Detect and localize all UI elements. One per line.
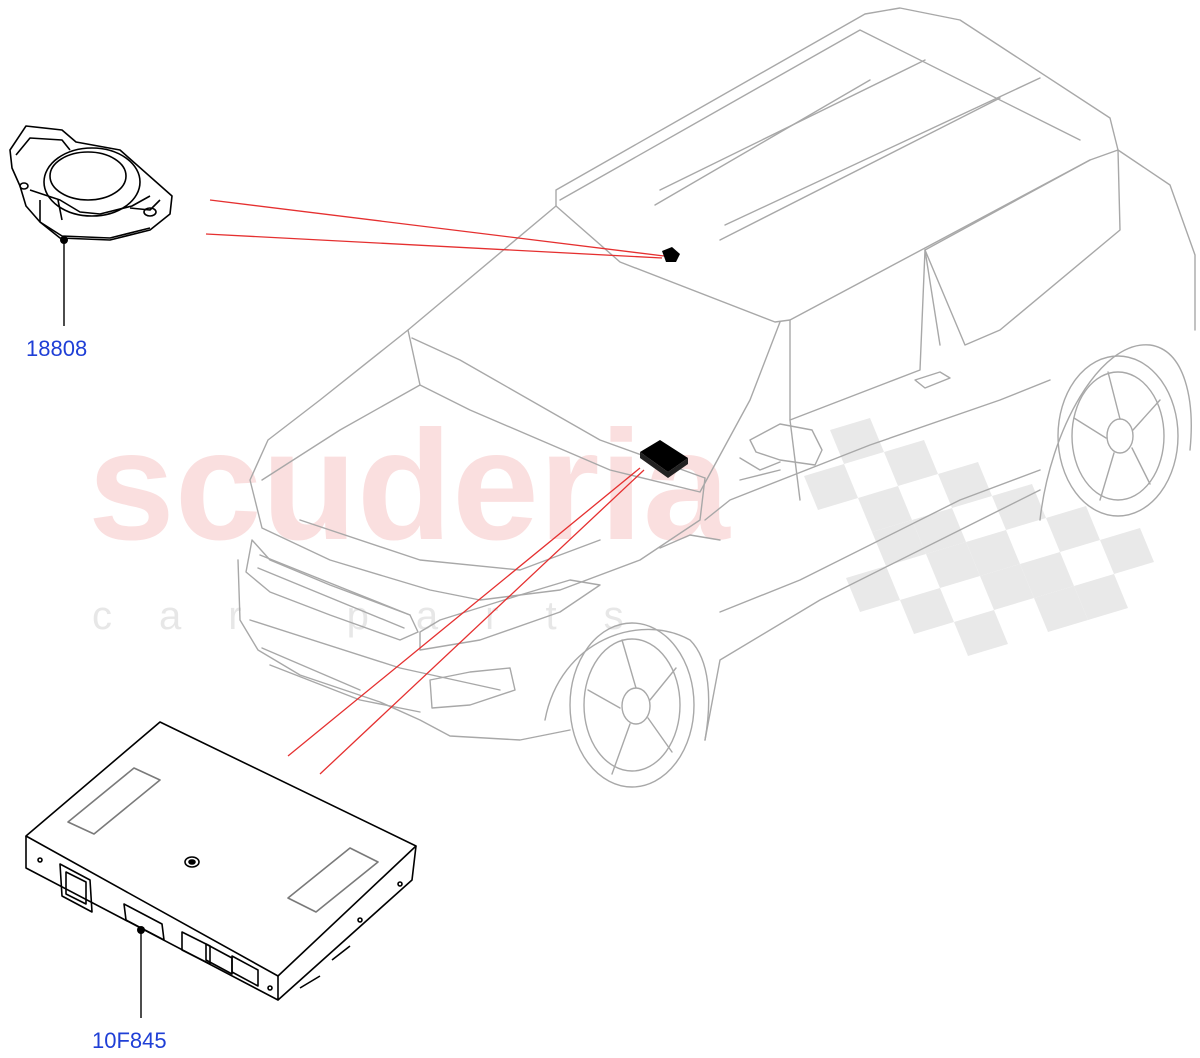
part-10F845-module[interactable] xyxy=(25,721,417,1001)
leader-line-10F845-right xyxy=(319,469,645,775)
part-10F845-callout-dot xyxy=(137,926,145,934)
part-label-18808[interactable]: 18808 xyxy=(26,336,88,361)
sensor-location-marker xyxy=(662,247,680,262)
checkered-flag-watermark xyxy=(804,418,1154,656)
module-location-marker xyxy=(640,440,688,472)
leader-line-18808-lower xyxy=(205,233,663,259)
leader-lines xyxy=(205,199,665,775)
leader-line-18808-upper xyxy=(209,199,665,257)
part-18808-sensor[interactable] xyxy=(9,125,173,241)
part-label-10F845[interactable]: 10F845 xyxy=(92,1028,167,1053)
vehicle-outline xyxy=(237,7,1196,788)
part-18808-callout-dot xyxy=(60,236,68,244)
module-location-marker-edge xyxy=(640,452,688,478)
leader-line-10F845-left xyxy=(287,467,641,757)
